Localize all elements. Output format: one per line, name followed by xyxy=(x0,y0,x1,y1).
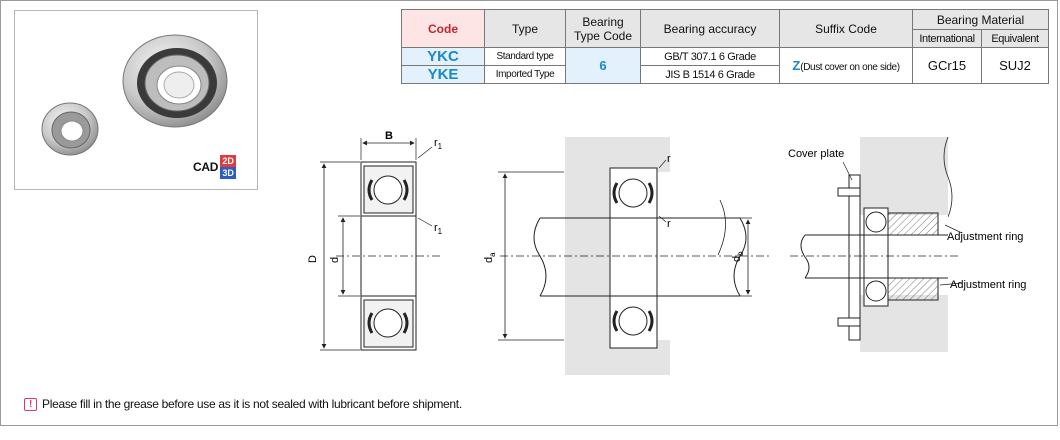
row-accuracy-jis: JIS B 1514 6 Grade xyxy=(640,65,780,84)
spec-table: Code Type Bearing Type Code Bearing accu… xyxy=(401,9,1049,84)
row-code-ykc: YKC xyxy=(401,47,485,66)
assembly-drawing xyxy=(790,136,963,352)
page-frame xyxy=(0,0,1058,426)
header-international: International xyxy=(912,29,982,48)
header-bearing-type-code: Bearing Type Code xyxy=(565,9,641,48)
cad-badge[interactable]: CAD 2D 3D xyxy=(193,153,237,181)
warning-icon: ! xyxy=(24,397,37,411)
suffix-desc: (Dust cover on one side) xyxy=(800,62,900,73)
header-bearing-type-code-text: Bearing Type Code xyxy=(573,14,633,43)
label-adjustment-ring-2: Adjustment ring xyxy=(950,279,1026,291)
suffix-cell: Z(Dust cover on one side) xyxy=(779,47,913,84)
dim-r1-top: r1 xyxy=(434,137,443,151)
dim-da: da xyxy=(483,252,497,263)
mounting-drawing xyxy=(498,137,770,375)
material-international: GCr15 xyxy=(912,47,982,84)
row-type-imported: Imported Type xyxy=(484,65,566,84)
ball-bottom xyxy=(373,308,403,338)
mount-ball-bottom xyxy=(618,306,648,336)
grease-note: ! Please fill in the grease before use a… xyxy=(24,397,462,411)
bearing-photo-illustration xyxy=(41,34,228,156)
dim-D: D xyxy=(307,255,319,263)
bearing-type-code-value: 6 xyxy=(565,47,641,84)
header-bearing-accuracy: Bearing accuracy xyxy=(640,9,780,48)
mount-ball-top xyxy=(618,178,648,208)
grease-note-text: Please fill in the grease before use as … xyxy=(42,397,462,411)
header-equivalent: Equivalent xyxy=(981,29,1049,48)
assembly-ball-bottom xyxy=(865,280,887,302)
dim-d: d xyxy=(329,257,341,263)
row-accuracy-gb: GB/T 307.1 6 Grade xyxy=(640,47,780,66)
dim-r-mid: r xyxy=(667,218,671,230)
cad-2d-badge: 2D xyxy=(220,155,237,167)
assembly-ball-top xyxy=(865,211,887,233)
dim-B: B xyxy=(385,130,393,142)
label-adjustment-ring-1: Adjustment ring xyxy=(947,231,1023,243)
dim-db: db xyxy=(731,251,745,262)
ball-top xyxy=(373,175,403,205)
dim-r1-bottom: r1 xyxy=(434,222,443,236)
bearing-section-drawing xyxy=(320,138,440,351)
cad-label: CAD xyxy=(193,160,219,174)
header-bearing-material: Bearing Material xyxy=(912,9,1049,30)
dim-r-top: r xyxy=(667,153,671,165)
product-photo: CAD 2D 3D xyxy=(14,10,258,190)
label-cover-plate: Cover plate xyxy=(788,148,844,160)
header-suffix-code: Suffix Code xyxy=(779,9,913,48)
cad-3d-badge: 3D xyxy=(220,167,237,179)
suffix-code: Z xyxy=(792,58,801,73)
material-equivalent: SUJ2 xyxy=(981,47,1049,84)
